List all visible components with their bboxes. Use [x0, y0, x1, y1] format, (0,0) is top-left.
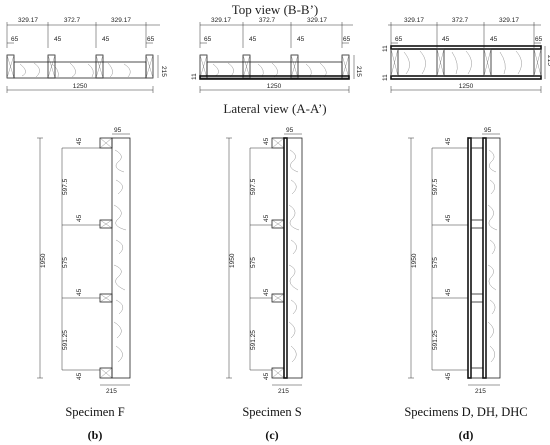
dim-spacing-329: 329.17 [404, 17, 424, 24]
dim-end-65: 65 [11, 36, 19, 43]
dim-block-45: 45 [263, 288, 270, 296]
dim-stud-45: 45 [442, 36, 450, 43]
top-view-specimen-d: 329.17 372.7 329.17 65 65 45 45 11 11 21… [382, 17, 550, 93]
dim-block-45: 45 [263, 137, 270, 145]
dim-block-45: 45 [445, 137, 452, 145]
dim-spacing-329: 329.17 [111, 17, 131, 24]
dim-width-95: 95 [484, 127, 492, 134]
dim-spacing-329: 329.17 [499, 17, 519, 24]
dim-block-45: 45 [76, 214, 83, 222]
panel-label-d: (d) [459, 428, 474, 442]
panel-label-c: (c) [265, 428, 278, 442]
dim-spacing-329: 329.17 [18, 17, 38, 24]
dim-seg-575: 575 [62, 257, 69, 268]
dim-seg-597: 597.5 [62, 178, 69, 195]
dim-height-1950: 1950 [40, 253, 47, 268]
dim-end-65: 65 [535, 36, 543, 43]
dim-depth-215: 215 [475, 388, 486, 395]
dim-depth-215: 215 [106, 388, 117, 395]
dim-sheathing-11: 11 [382, 74, 389, 81]
dim-block-45: 45 [445, 288, 452, 296]
dim-spacing-329: 329.17 [307, 17, 327, 24]
caption-specimen-s: Specimen S [242, 405, 301, 419]
dim-length-1250: 1250 [73, 83, 88, 90]
dim-block-45: 45 [445, 214, 452, 222]
dim-seg-591: 591.25 [62, 330, 69, 350]
dim-seg-591: 591.25 [250, 330, 257, 350]
dim-seg-575: 575 [250, 257, 257, 268]
dim-length-1250: 1250 [459, 83, 474, 90]
dim-block-45: 45 [263, 372, 270, 380]
lateral-view-specimen-f: 95 1950 597.5 575 591.25 45 45 45 45 21 [37, 127, 131, 395]
dim-end-65: 65 [343, 36, 351, 43]
dim-stud-45: 45 [297, 36, 305, 43]
lateral-view-specimen-d: 95 1950 597.5 575 591.25 45 45 45 45 215 [408, 127, 501, 395]
dim-depth-215: 215 [546, 55, 550, 66]
lateral-view-heading: Lateral view (A-A’) [223, 101, 326, 116]
dim-end-65: 65 [395, 36, 403, 43]
dim-stud-45: 45 [54, 36, 62, 43]
dim-seg-575: 575 [432, 257, 439, 268]
dim-height-1950: 1950 [411, 253, 418, 268]
top-view-specimen-f: 329.17 372.7 329.17 65 65 45 45 215 1250 [6, 17, 167, 93]
dim-block-45: 45 [76, 288, 83, 296]
dim-width-95: 95 [114, 127, 122, 134]
dim-sheathing-11: 11 [382, 45, 389, 52]
dim-end-65: 65 [147, 36, 155, 43]
dim-block-45: 45 [76, 372, 83, 380]
dim-block-45: 45 [445, 372, 452, 380]
dim-sheathing-11: 11 [191, 73, 198, 80]
dim-block-45: 45 [76, 137, 83, 145]
panel-label-b: (b) [88, 428, 103, 442]
dim-length-1250: 1250 [267, 83, 282, 90]
dim-stud-45: 45 [102, 36, 110, 43]
dim-depth-215: 215 [355, 66, 362, 77]
dim-stud-45: 45 [249, 36, 257, 43]
dim-width-95: 95 [286, 127, 294, 134]
dim-spacing-329: 329.17 [211, 17, 231, 24]
top-view-specimen-s: 329.17 372.7 329.17 65 65 45 45 11 215 1… [191, 17, 362, 93]
dim-seg-597: 597.5 [250, 178, 257, 195]
dim-spacing-372: 372.7 [259, 17, 276, 24]
top-view-heading: Top view (B-B’) [232, 2, 318, 17]
dim-seg-591: 591.25 [432, 330, 439, 350]
dim-seg-597: 597.5 [432, 178, 439, 195]
lateral-view-specimen-s: 95 1950 597.5 575 591.25 45 45 45 45 215 [226, 127, 303, 395]
dim-depth-215: 215 [278, 388, 289, 395]
caption-specimen-f: Specimen F [65, 405, 124, 419]
dim-depth-215: 215 [160, 66, 167, 77]
dim-block-45: 45 [263, 214, 270, 222]
caption-specimen-d: Specimens D, DH, DHC [404, 405, 527, 419]
dim-end-65: 65 [204, 36, 212, 43]
dim-stud-45: 45 [490, 36, 498, 43]
dim-spacing-372: 372.7 [64, 17, 81, 24]
dim-spacing-372: 372.7 [452, 17, 469, 24]
dim-height-1950: 1950 [229, 253, 236, 268]
